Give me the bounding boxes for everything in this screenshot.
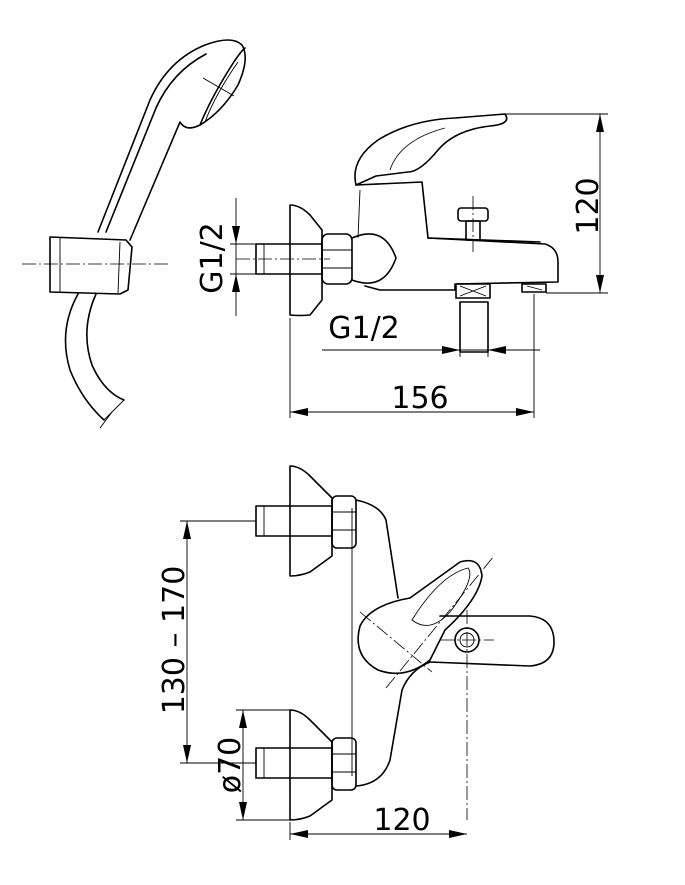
projection-label: 156	[391, 381, 448, 416]
inlet-thread-label: G1/2	[195, 222, 230, 294]
dimension-inlet-thread: G1/2	[195, 198, 256, 316]
escutcheon-label: ø70	[213, 737, 248, 794]
dimension-depth: 120	[289, 803, 467, 840]
outlet-thread-label: G1/2	[328, 311, 400, 346]
dimension-escutcheon: ø70	[213, 709, 290, 821]
hand-shower	[22, 39, 246, 429]
mixer-side-view	[236, 113, 559, 353]
inlet-spacing-label: 130 – 170	[157, 566, 192, 715]
dimension-height: 120	[505, 113, 608, 294]
dimension-outlet-thread: G1/2	[322, 311, 540, 357]
dimension-inlet-spacing: 130 – 170	[157, 520, 256, 764]
dimension-projection: 156	[289, 294, 535, 418]
depth-label: 120	[373, 803, 430, 838]
mixer-top-view	[255, 465, 555, 821]
height-label: 120	[571, 177, 606, 234]
